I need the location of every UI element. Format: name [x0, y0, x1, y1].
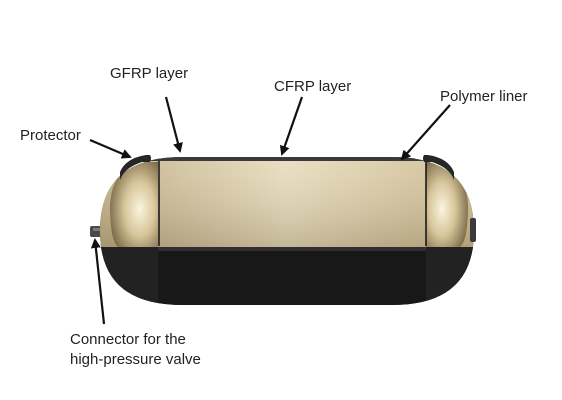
leader-arrows: [89, 96, 451, 325]
liner-dome-right: [426, 162, 468, 247]
cfrp-strip: [100, 157, 474, 161]
cfrp-band: [100, 247, 474, 305]
arrow-protector: [89, 138, 132, 159]
arrow-connector: [90, 238, 106, 325]
protector-right: [423, 155, 454, 180]
protector-left: [120, 155, 151, 180]
arrow-polymer-liner: [400, 104, 451, 161]
liner-dome-left: [110, 162, 158, 247]
protector-caps: [120, 155, 476, 242]
arrow-gfrp: [164, 96, 183, 153]
label-connector-line2: high-pressure valve: [70, 351, 201, 368]
arrow-cfrp: [279, 96, 304, 156]
label-polymer-liner: Polymer liner: [440, 88, 528, 105]
label-connector-line1: Connector for the: [70, 331, 186, 348]
pressure-tank: [100, 157, 474, 305]
label-gfrp-layer: GFRP layer: [110, 65, 189, 82]
label-protector: Protector: [20, 127, 81, 144]
label-cfrp-layer: CFRP layer: [274, 78, 352, 95]
